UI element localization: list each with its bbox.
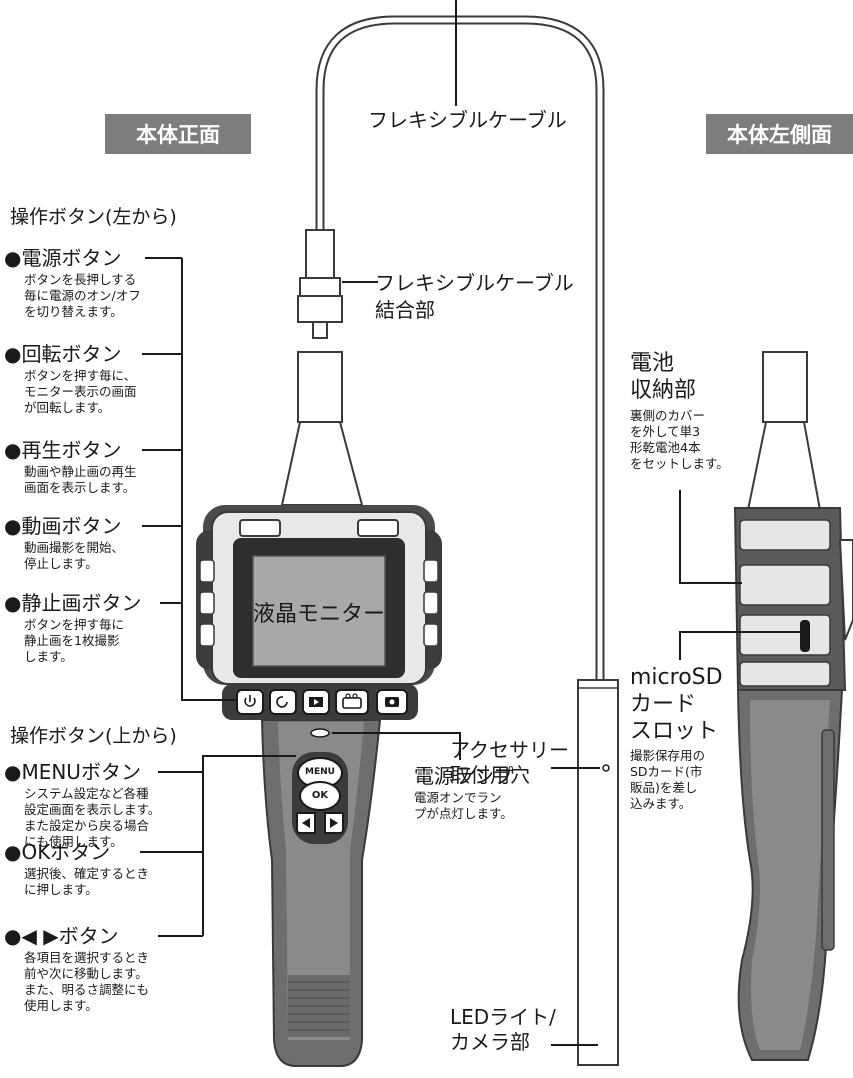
top-buttons-heading: 操作ボタン(上から) <box>10 725 177 747</box>
arrow-buttons-label: ●◀ ▶ボタン <box>4 924 119 948</box>
ok-button-label: ●OKボタン <box>4 840 111 864</box>
battery-compartment-desc: 裏側のカバー を外して単3 形乾電池4本 をセットします。 <box>630 408 729 471</box>
front-view-header: 本体正面 <box>105 114 251 154</box>
play-button-desc: 動画や静止画の再生 画面を表示します。 <box>24 464 137 495</box>
still-button-desc: ボタンを押す毎に 静止画を1枚撮影 します。 <box>24 617 125 664</box>
menu-key-label: MENU <box>305 767 335 777</box>
still-button <box>376 689 408 715</box>
rotate-icon <box>276 696 288 708</box>
power-button-label: ●電源ボタン <box>4 246 122 270</box>
microsd-slot-desc: 撮影保存用の SDカード(市 販品)を差し 込みます。 <box>630 748 706 811</box>
side-body <box>733 351 853 1061</box>
video-button-label: ●動画ボタン <box>4 514 122 538</box>
left-buttons-heading: 操作ボタン(左から) <box>10 206 177 228</box>
right-arrow-icon <box>330 818 338 828</box>
ok-button-desc: 選択後、確定するとき に押します。 <box>24 866 150 897</box>
microsd-slot-label: microSD カード スロット <box>630 665 723 744</box>
power-lamp-desc: 電源オンでラン プが点灯します。 <box>414 790 513 821</box>
accessory-hole-label: アクセサリー 取付用穴 <box>450 738 569 787</box>
still-button-label: ●静止画ボタン <box>4 591 142 615</box>
power-button-desc: ボタンを長押しする 毎に電源のオン/オフ を切り替えます。 <box>24 272 141 319</box>
power-lamp-led <box>310 728 330 738</box>
front-body <box>196 505 442 720</box>
cable-joint <box>297 229 378 339</box>
video-button-desc: 動画撮影を開始、 停止します。 <box>24 540 125 571</box>
power-icon <box>244 697 256 707</box>
left-arrow-icon <box>302 818 310 828</box>
flexible-cable-label: フレキシブルケーブル <box>368 108 567 132</box>
power-lamp-label: 電源ランプ <box>414 764 514 788</box>
front-handle <box>260 719 382 1067</box>
play-button <box>302 689 330 715</box>
rotate-button-label: ●回転ボタン <box>4 342 122 366</box>
rotate-button-desc: ボタンを押す毎に、 モニター表示の画面 が回転します。 <box>24 368 137 415</box>
led-camera-label: LEDライト/ カメラ部 <box>450 1005 556 1054</box>
rotate-button <box>269 689 297 715</box>
play-button-label: ●再生ボタン <box>4 438 122 462</box>
lcd-monitor-label: 液晶モニター <box>253 602 386 627</box>
side-view-header: 本体左側面 <box>706 114 853 154</box>
menu-button-desc: システム設定など各種 設定画面を表示します。 また設定から戻る場合 にも使用しま… <box>24 786 161 849</box>
power-button <box>236 689 264 715</box>
cable-joint-label: フレキシブルケーブル 結合部 <box>375 271 574 322</box>
menu-button-label: ●MENUボタン <box>4 760 141 784</box>
accessory-hole-mark <box>602 764 610 772</box>
battery-compartment-label: 電池 収納部 <box>630 351 697 403</box>
arrow-buttons-desc: 各項目を選択するとき 前や次に移動します。 また、明るさ調整にも 使用します。 <box>24 950 150 1013</box>
leader-lines <box>140 257 804 1046</box>
ok-key-label: OK <box>311 790 329 801</box>
video-button <box>335 689 369 715</box>
video-icon <box>342 697 362 709</box>
